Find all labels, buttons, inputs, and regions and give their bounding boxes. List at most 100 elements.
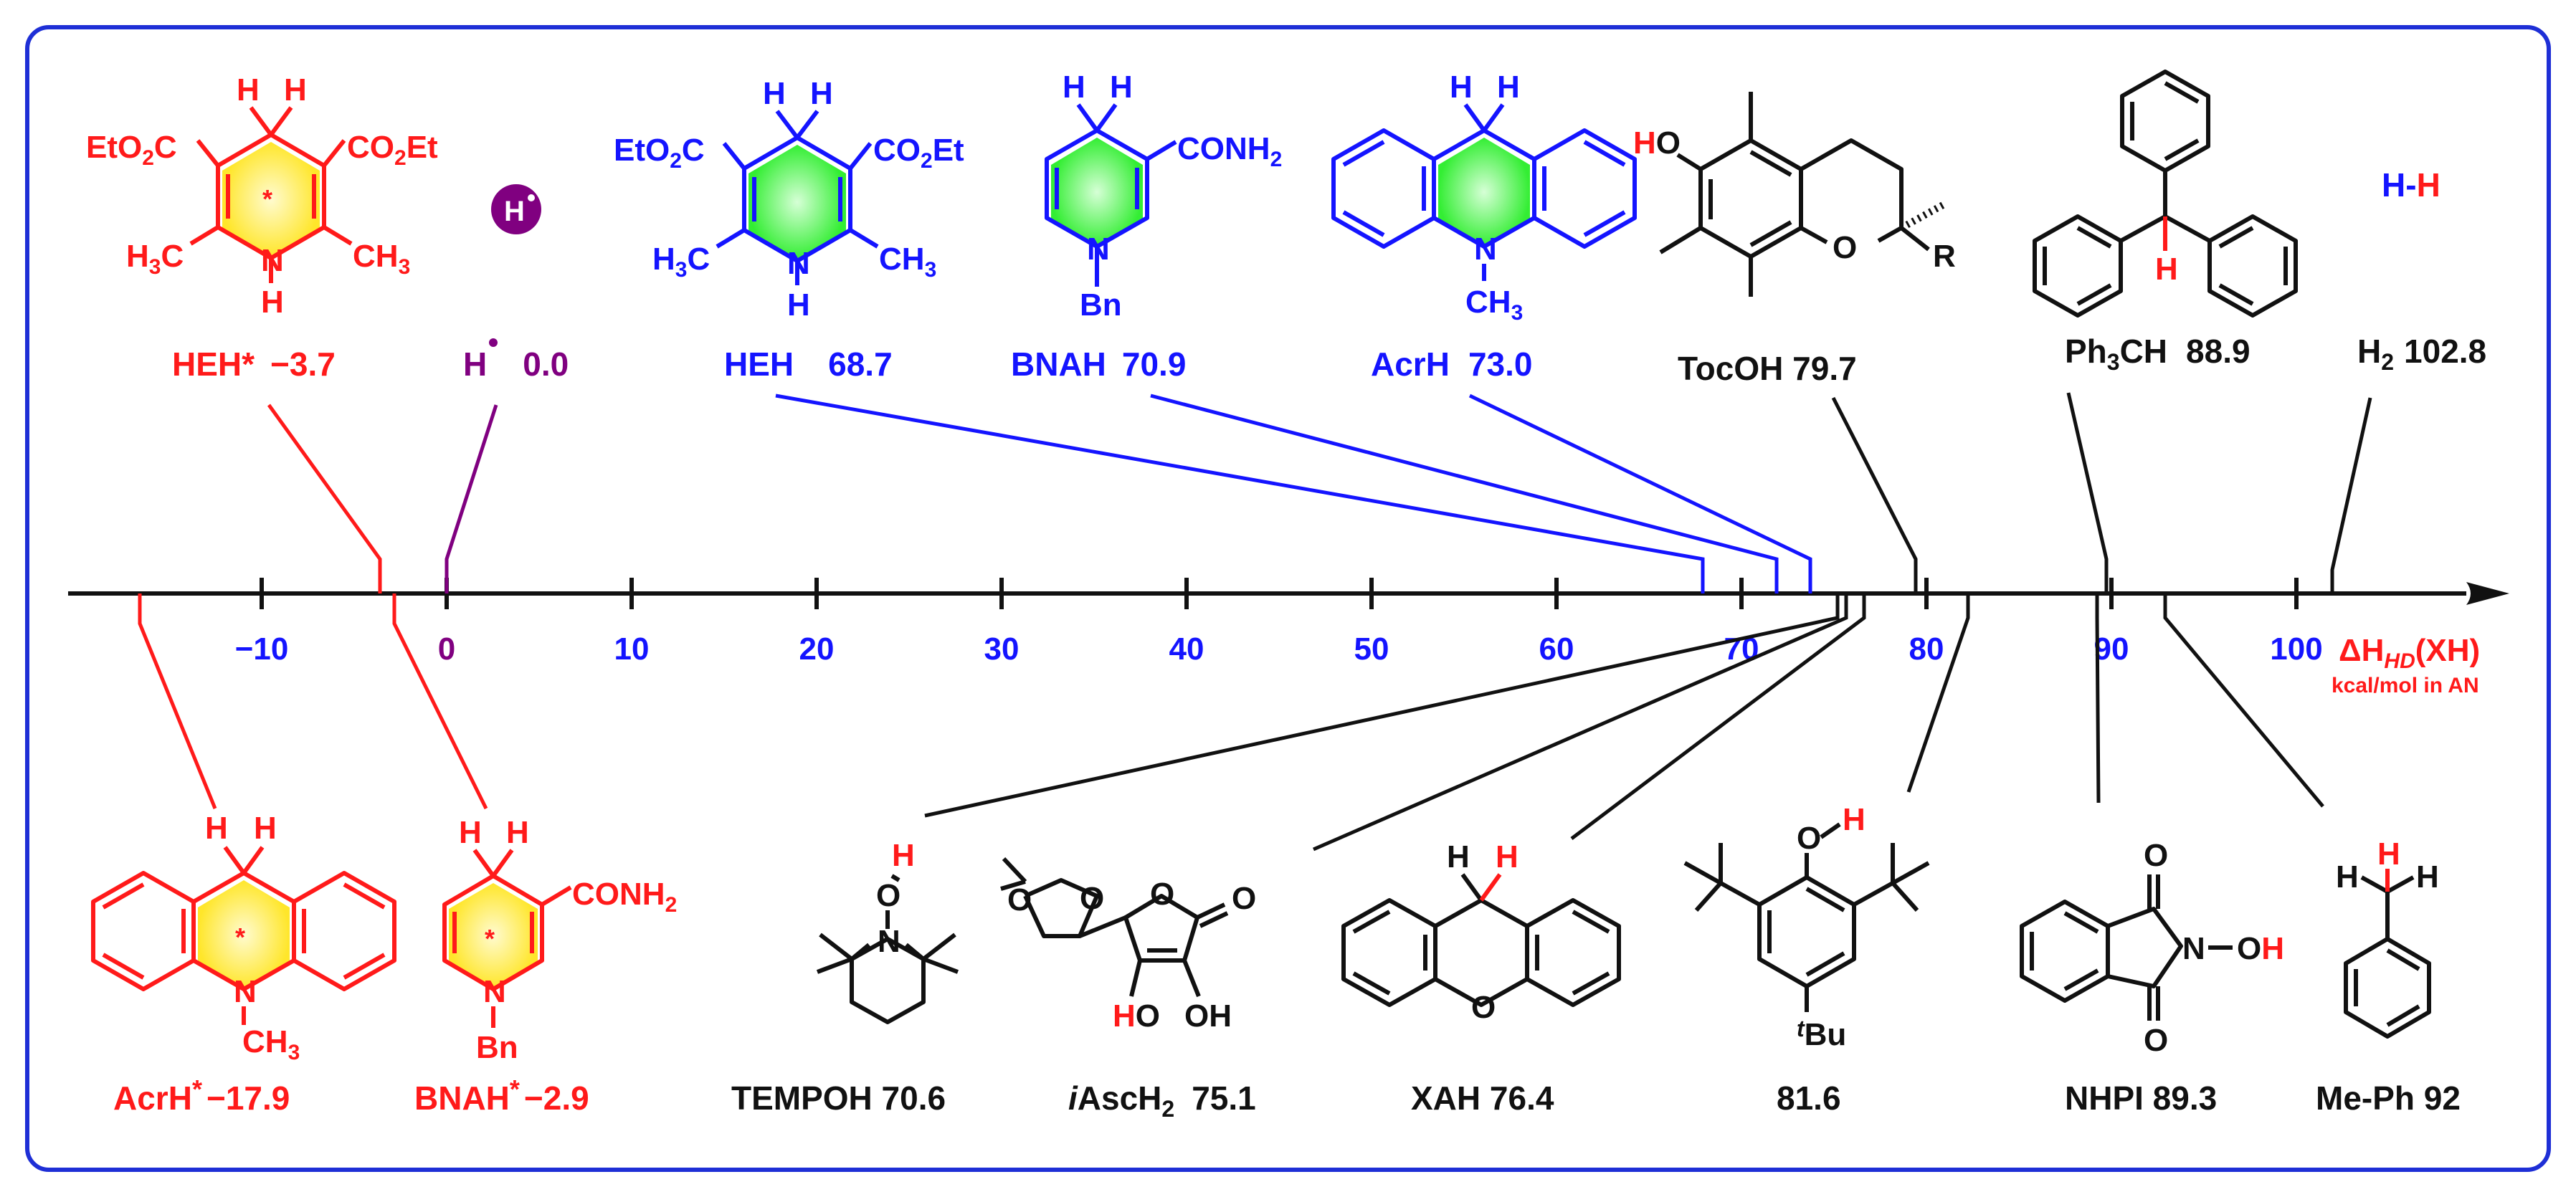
atom-N: N	[1474, 232, 1497, 267]
molecule-Ph3CH	[2033, 70, 2298, 318]
atom-CH3: CH3	[242, 1024, 300, 1064]
bond	[1078, 915, 1127, 938]
bond	[322, 139, 346, 167]
bond	[1820, 822, 1841, 839]
connector-XAH	[1570, 593, 1866, 840]
axis-tick-label: 40	[1169, 631, 1204, 667]
double-bond	[1583, 210, 1626, 237]
bond	[775, 110, 799, 139]
axis-tick-label: 100	[2270, 631, 2322, 667]
bond	[1683, 861, 1722, 885]
double-bond	[1342, 210, 1385, 237]
carbonyl	[1199, 911, 1229, 928]
bond	[848, 142, 873, 170]
molecule-BHT	[1683, 843, 1930, 1012]
molecule-BNAH	[1045, 103, 1177, 267]
label-BHT: 81.6	[1777, 1079, 1841, 1117]
axis-ticks	[260, 578, 2299, 609]
bond	[1800, 226, 1828, 244]
atom-H3C: H3C	[126, 239, 184, 279]
ring-glow	[1051, 138, 1143, 247]
radical-dot	[489, 338, 498, 347]
atom-O: O	[1080, 881, 1104, 916]
atom-N: N	[261, 243, 284, 278]
bond	[1095, 103, 1118, 132]
atom-H: H	[254, 811, 277, 846]
ring-glow	[198, 880, 290, 989]
bond	[850, 943, 870, 961]
bond-methyl	[1000, 879, 1026, 891]
atom-CH3: CH3	[353, 239, 410, 279]
molecule-XAH	[1341, 873, 1621, 1007]
double-bond	[1342, 140, 1385, 167]
star-mark: *	[262, 184, 272, 214]
molecule-BNAH-star-atoms: H H CONH2 N Bn *	[459, 815, 677, 1065]
molecule-BNAH-star	[442, 849, 572, 1028]
double-bond	[2076, 226, 2112, 249]
atom-H: H	[261, 285, 284, 320]
double-bond	[102, 953, 145, 980]
label-TocOH: TocOH 79.7	[1678, 350, 1857, 387]
atom-H: H	[2377, 836, 2400, 872]
bond-methyl	[922, 933, 956, 961]
double-bond	[2076, 283, 2112, 306]
molecule-NHPI	[2020, 874, 2183, 1021]
ring-glow	[449, 883, 538, 988]
atom-H: H	[1450, 70, 1473, 105]
atom-H: H	[1497, 70, 1520, 105]
molecule-HEH-star-atoms: H H EtO2C CO2Et H3C CH3 N H *	[86, 72, 438, 320]
atom-HO: HO	[1633, 125, 1681, 161]
bond	[795, 110, 819, 139]
double-bond	[343, 953, 386, 980]
atom-N: N	[1087, 232, 1110, 267]
molecule-BHT-atoms: O H tBu	[1797, 802, 1866, 1052]
phenyl-left	[2033, 214, 2123, 318]
molecule-BNAH-atoms: H H CONH2 N Bn	[1063, 70, 1282, 323]
atom-H: H	[892, 838, 915, 873]
ring-left	[1341, 898, 1437, 1007]
atom-O: O	[1150, 877, 1174, 912]
atom-O: O	[1797, 821, 1821, 856]
molecule-AcrH	[1331, 103, 1637, 281]
molecule-iAscH2	[1000, 857, 1229, 998]
bond	[1719, 881, 1761, 907]
double-bond	[102, 882, 145, 910]
bond	[1482, 103, 1505, 132]
label-BNAH-star: BNAH*−2.9	[414, 1074, 589, 1117]
connector-BHT	[1906, 593, 1970, 793]
star-mark: *	[235, 922, 245, 952]
double-bond	[1352, 910, 1391, 934]
bond	[890, 874, 900, 882]
atom-N: N	[483, 974, 506, 1009]
atom-EtO2C: EtO2C	[86, 130, 177, 170]
double-bond	[2386, 948, 2420, 971]
double-bond	[2218, 283, 2254, 306]
furanone-ring	[1123, 894, 1199, 963]
atom-N: N	[787, 246, 810, 281]
axis-arrowhead	[2466, 582, 2509, 605]
connector-Ph3CH	[2066, 392, 2109, 593]
ring-left	[1331, 128, 1436, 249]
bond	[249, 106, 273, 136]
double-bond	[1805, 887, 1845, 912]
atom-H: H	[1447, 839, 1470, 874]
bond	[323, 225, 353, 246]
bond	[1900, 226, 1930, 252]
connector-MePh	[2163, 593, 2324, 808]
atom-H: H	[787, 287, 810, 323]
ring-phenyl	[2344, 937, 2431, 1039]
molecule-AcrH-star	[91, 846, 396, 1025]
atom-Bn: Bn	[1080, 287, 1122, 323]
bond-methyl	[816, 957, 853, 974]
molecule-AcrH-star-atoms: H H N CH3 *	[205, 811, 300, 1064]
axis-tick-label: 30	[984, 631, 1020, 667]
double-bond	[1749, 150, 1792, 177]
axis-tick-label: 50	[1354, 631, 1389, 667]
connector-BNAH	[1150, 394, 1779, 593]
bond-methyl	[922, 957, 959, 974]
